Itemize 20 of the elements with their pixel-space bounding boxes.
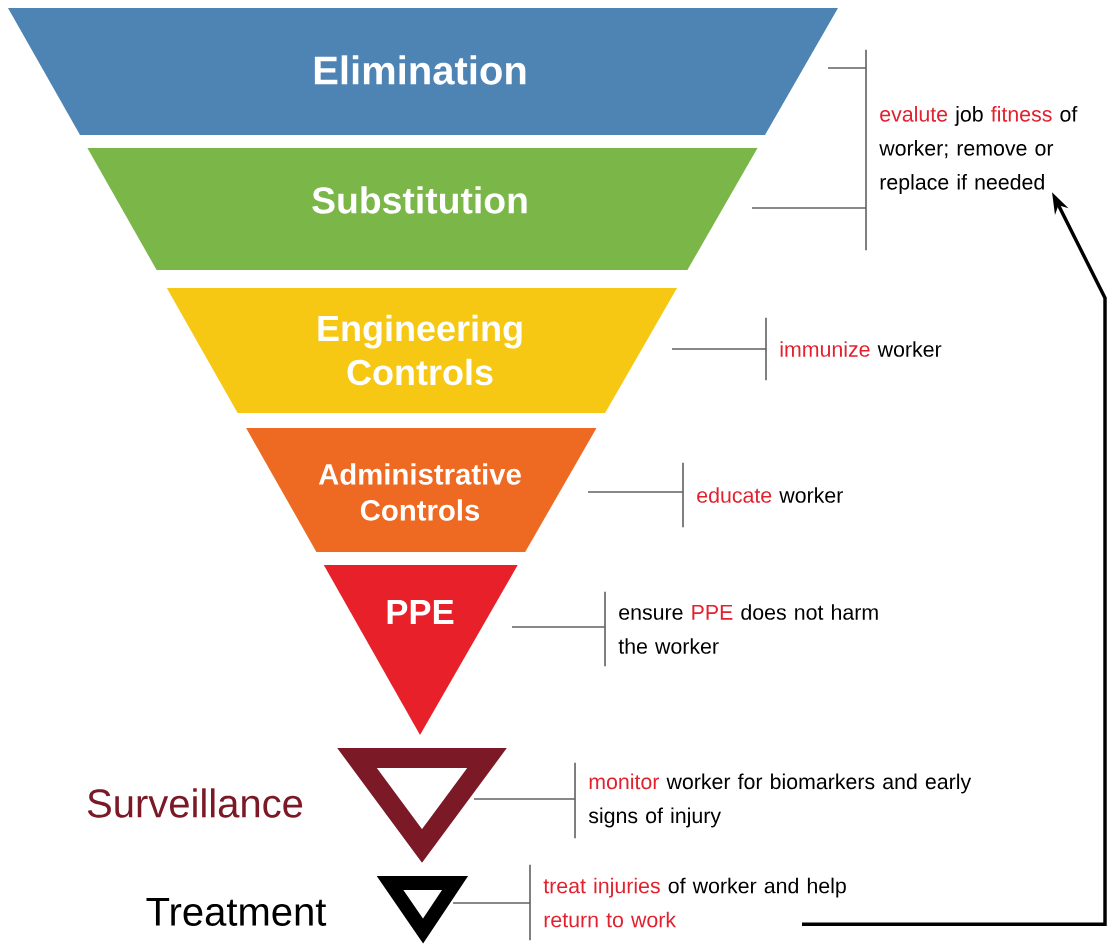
bracket-note: monitor worker for biomarkers and early signs of injury — [574, 761, 972, 840]
leader-line — [827, 67, 867, 69]
leader-line — [511, 626, 606, 628]
stage-label: Treatment — [146, 898, 327, 926]
hierarchy-band: Engineering Controls — [166, 288, 677, 413]
leader-line — [587, 491, 684, 493]
hierarchy-band: Elimination — [8, 8, 838, 135]
bracket-note: evalute job fitness of worker; remove or replace if needed — [865, 48, 1078, 252]
leader-line — [473, 798, 576, 800]
bracket-note: immunize worker — [765, 316, 942, 382]
stage-label: Surveillance — [87, 788, 303, 818]
hierarchy-band: PPE — [323, 565, 518, 735]
bracket-note: ensure PPE does not harm the worker — [604, 590, 878, 668]
leader-line — [751, 207, 867, 209]
bracket-note: educate worker — [682, 461, 843, 529]
bracket-note: treat injuries of worker and help return to work — [529, 863, 846, 942]
leader-line — [452, 902, 531, 904]
hierarchy-band: Administrative Controls — [246, 428, 597, 552]
leader-line — [671, 348, 767, 350]
hierarchy-band: Substitution — [87, 148, 758, 270]
